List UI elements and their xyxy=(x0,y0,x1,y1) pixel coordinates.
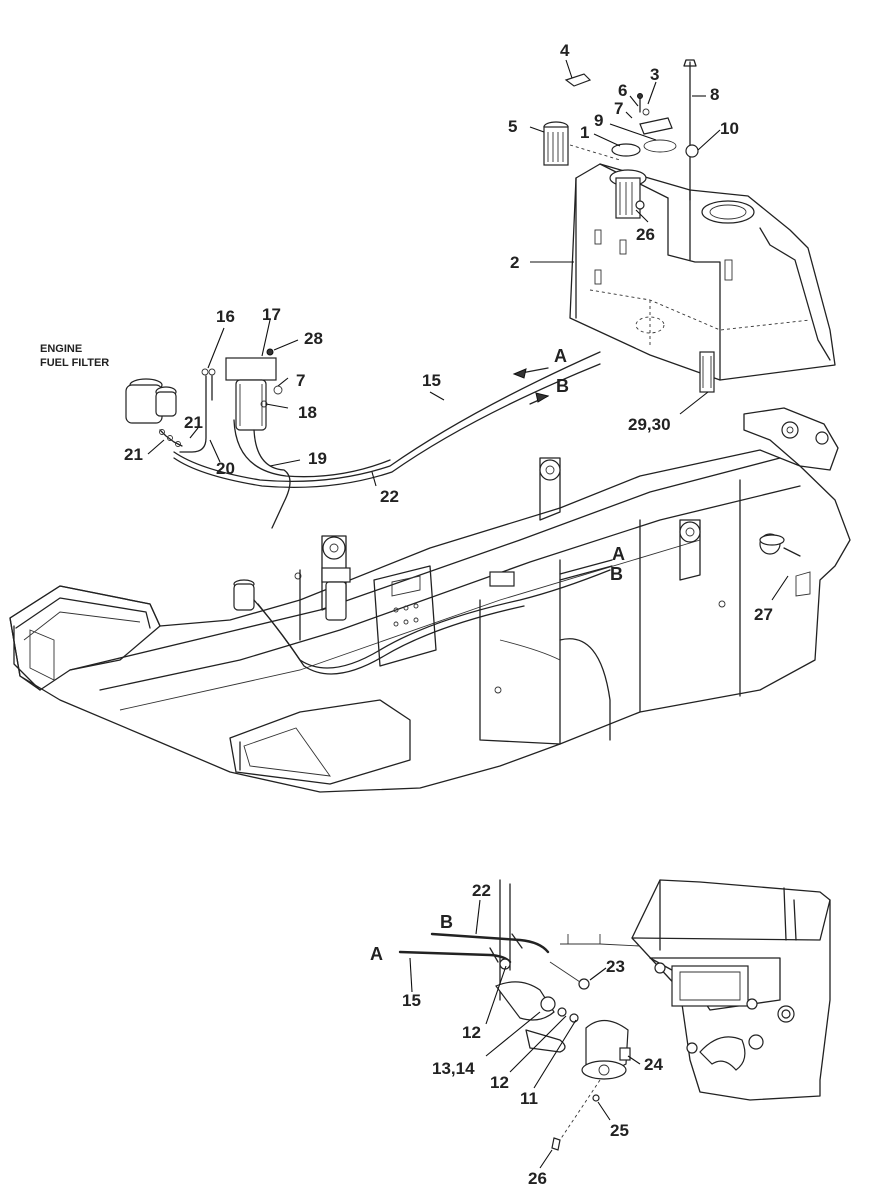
fuel-tank-assembly xyxy=(543,59,836,393)
callout-3: 3 xyxy=(650,65,659,84)
machine-frame xyxy=(9,407,851,793)
callout-16: 16 xyxy=(216,307,235,326)
callout-15-detail: 15 xyxy=(402,991,421,1010)
callout-22-top: 22 xyxy=(380,487,399,506)
callout-12-lower: 12 xyxy=(490,1073,509,1092)
callout-29-30: 29,30 xyxy=(628,415,671,434)
callout-1: 1 xyxy=(580,123,589,142)
callout-12-upper: 12 xyxy=(462,1023,481,1042)
callout-5: 5 xyxy=(508,117,517,136)
callout-27: 27 xyxy=(754,605,773,624)
callout-2: 2 xyxy=(510,253,519,272)
callout-18: 18 xyxy=(298,403,317,422)
detail-letter-a: A xyxy=(370,944,383,964)
callout-4: 4 xyxy=(560,41,570,60)
frame-letter-a: A xyxy=(612,544,625,564)
callout-17: 17 xyxy=(262,305,281,324)
callout-23: 23 xyxy=(606,957,625,976)
line-letter-a: A xyxy=(554,346,567,366)
callout-13-14: 13,14 xyxy=(432,1059,475,1078)
frame-letter-b: B xyxy=(610,564,623,584)
engine-fuel-filter-label-line2: FUEL FILTER xyxy=(40,357,109,369)
callout-10: 10 xyxy=(720,119,739,138)
callout-25: 25 xyxy=(610,1121,629,1140)
callout-6: 6 xyxy=(618,81,627,100)
callout-21-lower: 21 xyxy=(124,445,143,464)
detail-letter-b: B xyxy=(440,912,453,932)
callout-28: 28 xyxy=(304,329,323,348)
callout-7-filter: 7 xyxy=(296,371,305,390)
labels: ENGINE FUEL FILTER A B A B A B 4 3 6 8 7… xyxy=(40,41,773,1188)
callout-26-detail: 26 xyxy=(528,1169,547,1188)
callout-21-upper: 21 xyxy=(184,413,203,432)
callout-24: 24 xyxy=(644,1055,663,1074)
detail-view-separator xyxy=(398,879,831,1151)
callout-26-tank: 26 xyxy=(636,225,655,244)
callout-22-detail: 22 xyxy=(472,881,491,900)
callout-20: 20 xyxy=(216,459,235,478)
callout-9: 9 xyxy=(594,111,603,130)
callout-8: 8 xyxy=(710,85,719,104)
callout-11: 11 xyxy=(520,1089,538,1108)
line-letter-b: B xyxy=(556,376,569,396)
fuel-filter-assembly xyxy=(125,348,291,529)
engine-fuel-filter-label-line1: ENGINE xyxy=(40,343,82,355)
leader-lines xyxy=(147,59,789,1169)
callout-7: 7 xyxy=(614,99,623,118)
callout-15-top: 15 xyxy=(422,371,441,390)
callout-19: 19 xyxy=(308,449,327,468)
fuel-lines xyxy=(173,351,601,489)
